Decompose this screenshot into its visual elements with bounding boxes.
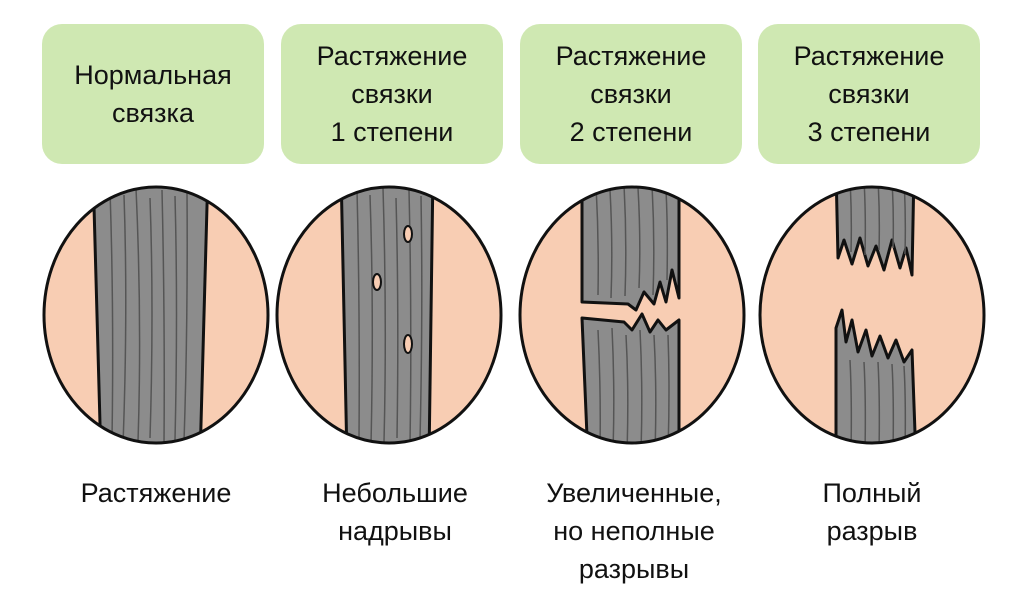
ligament-lower-stump: [834, 308, 918, 443]
tear-spot: [403, 225, 413, 243]
normal-ligament-illustration: [42, 185, 270, 445]
circle-outline: [518, 185, 746, 445]
panel-header: Растяжение связки 2 степени: [520, 24, 742, 164]
header-line: связки: [828, 79, 910, 109]
panel-caption: Увеличенные, но неполные разрывы: [516, 474, 752, 588]
header-line: Нормальная: [74, 60, 232, 90]
ligament-fibers: [356, 187, 423, 443]
header-line: Растяжение: [555, 41, 707, 71]
panel-normal: Нормальная связка Растяжение: [38, 0, 274, 613]
caption-line: Небольшие: [322, 478, 468, 508]
caption-line: но неполные: [553, 516, 715, 546]
header-line: Растяжение: [793, 41, 945, 71]
caption-line: Растяжение: [80, 478, 232, 508]
panel-grade-3: Растяжение связки 3 степени: [754, 0, 990, 613]
skin-circle: [760, 187, 984, 443]
ligament-band: [339, 187, 435, 443]
skin-circle: [520, 187, 744, 443]
circle-outline: [275, 185, 503, 445]
panel-header: Нормальная связка: [42, 24, 264, 164]
caption-line: разрыв: [826, 516, 918, 546]
caption-line: надрывы: [338, 516, 452, 546]
header-line: связка: [112, 98, 194, 128]
ligament-fibers: [109, 187, 188, 443]
tear-spot: [372, 273, 382, 291]
ligament-band: [91, 187, 210, 443]
header-line: 3 степени: [807, 117, 931, 147]
panel-grade-2: Растяжение связки 2 степени: [516, 0, 752, 613]
ligament-upper: [580, 187, 681, 312]
panel-header: Растяжение связки 3 степени: [758, 24, 980, 164]
header-line: 2 степени: [569, 117, 693, 147]
circle-outline: [42, 185, 270, 445]
header-line: Растяжение: [316, 41, 468, 71]
panel-caption: Растяжение: [38, 474, 274, 512]
panel-grade-1: Растяжение связки 1 степени Небольшие н: [275, 0, 513, 613]
header-line: связки: [351, 79, 433, 109]
caption-line: Полный: [822, 478, 922, 508]
panel-caption: Полный разрыв: [754, 474, 990, 550]
tear-spot: [403, 334, 413, 354]
circle-outline: [758, 185, 986, 445]
ligament-upper-stump: [834, 187, 916, 277]
ligament-fibers: [595, 187, 670, 443]
caption-line: разрывы: [578, 554, 690, 584]
panel-caption: Небольшие надрывы: [277, 474, 513, 550]
caption-line: Увеличенные,: [546, 478, 722, 508]
header-line: 1 степени: [330, 117, 454, 147]
grade-2-ligament-illustration: [518, 185, 746, 445]
grade-1-ligament-illustration: [275, 185, 503, 445]
header-line: связки: [590, 79, 672, 109]
grade-3-ligament-illustration: [758, 185, 986, 445]
panel-header: Растяжение связки 1 степени: [281, 24, 503, 164]
